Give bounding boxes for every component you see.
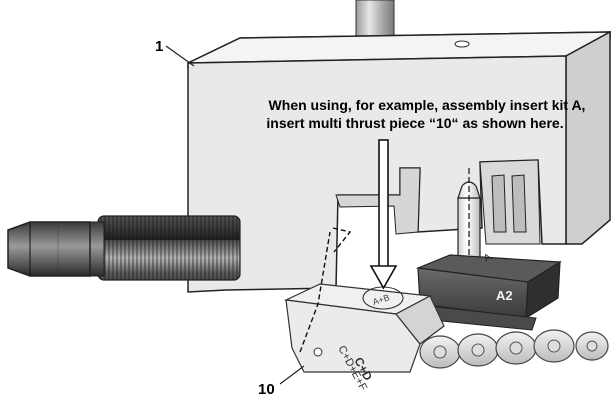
instruction-note: When using, for example, assembly insert… bbox=[232, 96, 611, 132]
sleeve-a2 bbox=[409, 254, 562, 331]
part-label-10: 10 bbox=[258, 381, 275, 398]
threaded-spindle bbox=[7, 215, 241, 281]
sleeve-marking: A2 bbox=[496, 288, 513, 303]
press-body bbox=[165, 30, 611, 293]
roller-chain bbox=[419, 329, 609, 369]
multi-thrust-piece: A+B C+D C+D+E+F bbox=[279, 231, 445, 393]
part-label-1: 1 bbox=[155, 38, 164, 55]
pin-marking: A bbox=[482, 252, 494, 265]
instruction-line-2: insert multi thrust piece “10“ as shown … bbox=[266, 115, 564, 131]
instruction-line-1: When using, for example, assembly insert… bbox=[268, 97, 586, 113]
insertion-arrow bbox=[369, 139, 398, 290]
